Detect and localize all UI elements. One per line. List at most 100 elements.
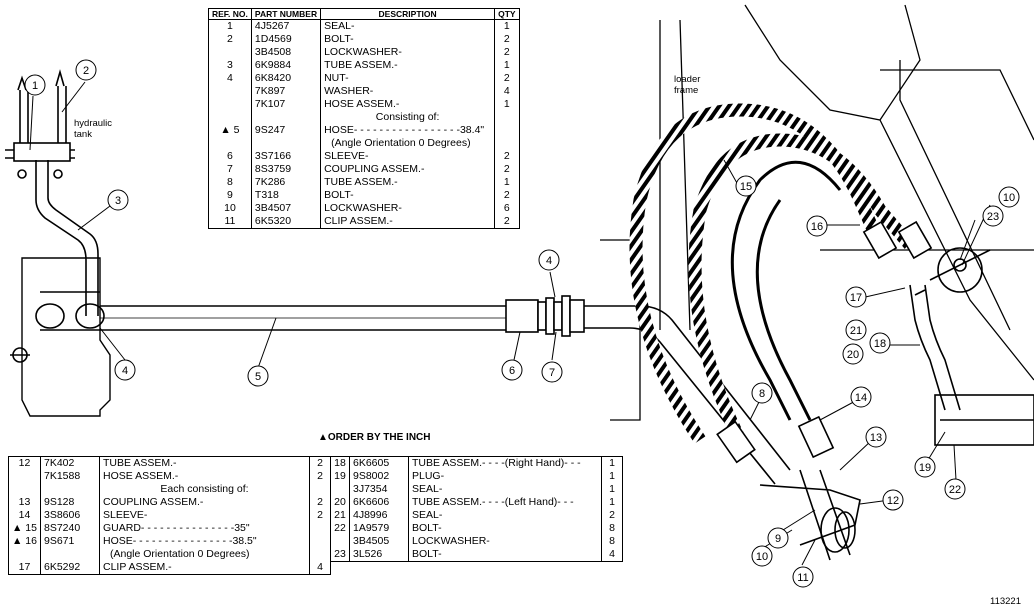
- svg-text:21: 21: [850, 325, 862, 337]
- qty-cell: 2: [494, 33, 520, 46]
- part-number-cell: 3L526: [349, 548, 409, 562]
- part-number-cell: [40, 548, 100, 561]
- part-number-cell: [250, 111, 322, 124]
- ref-cell: [208, 111, 252, 124]
- part-number-cell: 6K5320: [250, 215, 322, 229]
- part-number-cell: 9S247: [250, 124, 322, 137]
- tube-5: [100, 305, 508, 331]
- ref-cell: ▲ 16: [8, 535, 41, 548]
- qty-cell: 1: [601, 496, 623, 509]
- callout-12: 12: [882, 489, 904, 511]
- qty-cell: 6: [494, 202, 520, 215]
- part-number-cell: 9S8002: [349, 470, 409, 483]
- svg-text:10: 10: [1003, 192, 1015, 204]
- description-cell: TUBE ASSEM.-: [320, 176, 496, 189]
- svg-text:7: 7: [549, 367, 555, 379]
- part-number-cell: 8S3759: [250, 163, 322, 176]
- qty-cell: 2: [494, 72, 520, 85]
- description-cell: HOSE- - - - - - - - - - - - - - - -38.5": [99, 535, 310, 548]
- ref-cell: 7: [208, 163, 252, 176]
- description-cell: BOLT-: [408, 548, 602, 562]
- ref-cell: 3: [208, 59, 252, 72]
- part-number-cell: 6K6605: [349, 456, 409, 470]
- description-cell: HOSE ASSEM.-: [99, 470, 310, 483]
- ref-cell: 22: [330, 522, 350, 535]
- ref-cell: 10: [208, 202, 252, 215]
- svg-text:11: 11: [797, 572, 808, 584]
- ref-cell: 12: [8, 456, 41, 470]
- callout-6: 6: [501, 359, 523, 381]
- ref-cell: 17: [8, 561, 41, 575]
- qty-cell: 2: [494, 189, 520, 202]
- qty-cell: 1: [601, 483, 623, 496]
- description-cell: NUT-: [320, 72, 496, 85]
- qty-cell: 2: [494, 150, 520, 163]
- part-number-cell: 6K6606: [349, 496, 409, 509]
- ref-cell: 18: [330, 456, 350, 470]
- callout-17: 17: [845, 286, 867, 308]
- loader-frame-label-text: loader frame: [674, 74, 701, 96]
- part-number-cell: [40, 483, 100, 496]
- part-number-cell: 3B4505: [349, 535, 409, 548]
- table-row: Consisting of:: [208, 111, 520, 124]
- qty-cell: 1: [494, 59, 520, 72]
- description-cell: WASHER-: [320, 85, 496, 98]
- description-cell: HOSE- - - - - - - - - - - - - - - - -38.…: [320, 124, 496, 137]
- description-cell: BOLT-: [320, 189, 496, 202]
- callout-21: 21: [845, 319, 867, 341]
- callout-8: 8: [751, 382, 773, 404]
- part-number-cell: 6K8420: [250, 72, 322, 85]
- qty-cell: 2: [494, 163, 520, 176]
- callout-10b: 10: [998, 186, 1020, 208]
- description-cell: SLEEVE-: [99, 509, 310, 522]
- qty-cell: 8: [601, 522, 623, 535]
- hose-15: [629, 103, 886, 444]
- callout-23: 23: [982, 205, 1004, 227]
- part-number-cell: 3S7166: [250, 150, 322, 163]
- description-cell: LOCKWASHER-: [408, 535, 602, 548]
- pump-plate: [21, 257, 111, 417]
- ref-cell: 21: [330, 509, 350, 522]
- svg-text:20: 20: [847, 349, 859, 361]
- ref-cell: [208, 46, 252, 59]
- qty-cell: [494, 124, 520, 137]
- description-cell: COUPLING ASSEM.-: [99, 496, 310, 509]
- svg-text:2: 2: [83, 65, 89, 77]
- hydraulic-tank-label: hydraulic tank: [74, 118, 112, 140]
- ref-cell: 8: [208, 176, 252, 189]
- part-number-cell: 4J8996: [349, 509, 409, 522]
- header-description: DESCRIPTION: [320, 8, 496, 20]
- callout-5: 5: [247, 365, 269, 387]
- description-cell: SEAL-: [408, 483, 602, 496]
- ref-cell: [208, 98, 252, 111]
- description-cell: SEAL-: [408, 509, 602, 522]
- svg-text:23: 23: [987, 211, 999, 223]
- header-qty: QTY: [494, 8, 520, 20]
- part-number-cell: 8S7240: [40, 522, 100, 535]
- description-cell: BOLT-: [320, 33, 496, 46]
- description-cell: (Angle Orientation 0 Degrees): [320, 137, 496, 150]
- part-number-cell: 6K5292: [40, 561, 100, 575]
- callout-1: 1: [24, 74, 46, 96]
- description-cell: TUBE ASSEM.-: [320, 59, 496, 72]
- ref-cell: [8, 483, 41, 496]
- part-number-cell: 4J5267: [250, 19, 322, 33]
- ref-cell: 9: [208, 189, 252, 202]
- qty-cell: 2: [309, 456, 331, 470]
- ref-cell: 11: [208, 215, 252, 229]
- table-row: Each consisting of:: [8, 483, 331, 496]
- qty-cell: 4: [309, 561, 331, 575]
- svg-text:10: 10: [756, 551, 768, 563]
- svg-text:6: 6: [509, 365, 515, 377]
- coupling-4-7: [537, 295, 585, 337]
- hose-inner: [730, 160, 842, 421]
